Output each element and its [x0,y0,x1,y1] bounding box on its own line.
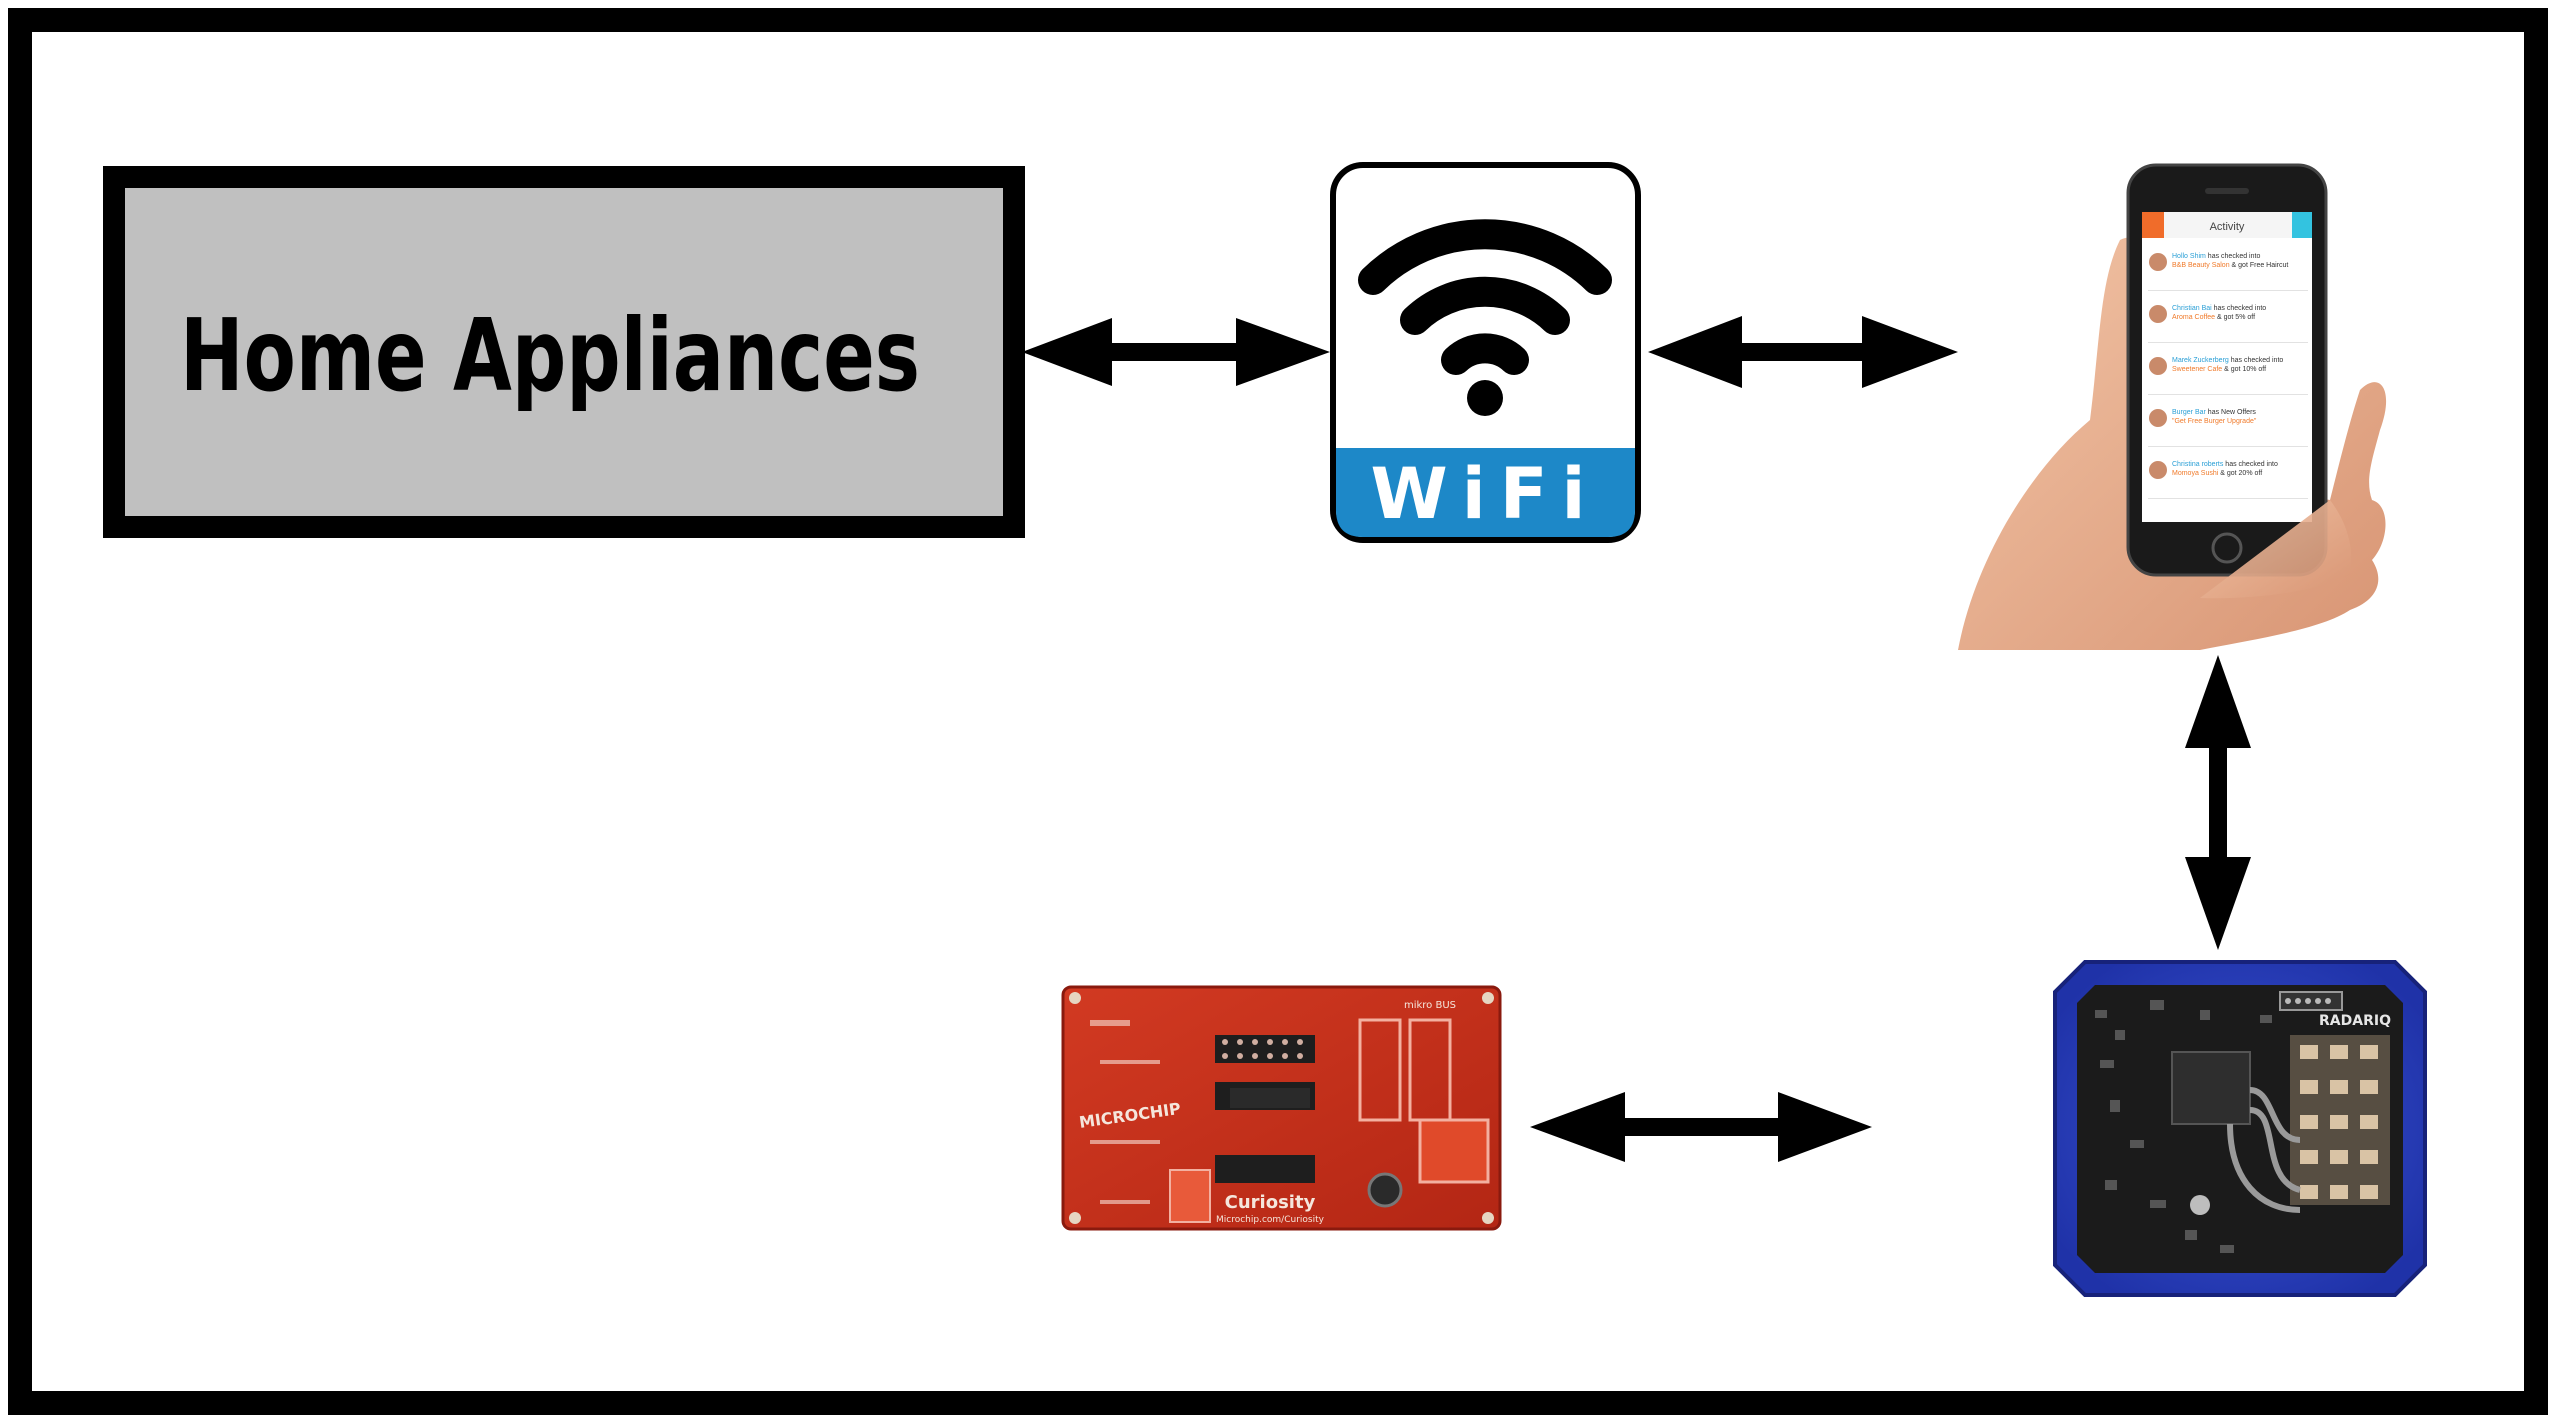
feed-item-detail: "Get Free Burger Upgrade" [2172,418,2257,425]
radar-antenna-array [2290,1035,2390,1205]
board-potentiometer [1367,1172,1403,1208]
wifi-node: WiFi [1330,162,1641,543]
avatar [2149,305,2167,323]
radar-module-node: RADARIQ [2053,960,2427,1297]
avatar [2149,253,2167,271]
arrow-wifi-phone [1648,316,1958,388]
avatar [2149,357,2167,375]
feed-item-detail: Momoya Sushi & got 20% off [2172,470,2262,477]
feed-item-title: Christian Bai has checked into [2172,305,2266,312]
feed-item[interactable]: Burger Bar has New Offers "Get Free Burge… [2148,409,2308,447]
radar-brand-logo: RADARIQ [2319,1013,2391,1029]
arrow-radar-board [1530,1092,1872,1162]
phone-header-title: Activity [2210,221,2245,233]
feed-item-detail: Sweetener Cafe & got 10% off [2172,366,2266,373]
phone-header-bar [2142,212,2312,238]
radar-connector [2279,991,2343,1011]
home-appliances-node: Home Appliances [103,166,1025,538]
feed-item-detail: B&B Beauty Salon & got Free Haircut [2172,262,2288,269]
avatar [2149,461,2167,479]
feed-divider [2148,290,2308,291]
wifi-label: WiFi [1370,453,1599,535]
wifi-banner [1336,448,1635,537]
home-appliances-label: Home Appliances [180,297,920,414]
smartphone-node: Activity Hollo Shim has checked intoB&B … [1958,163,2387,650]
feed-divider [2148,394,2308,395]
board-prototype-area [1418,1118,1490,1184]
wifi-icon [1358,219,1612,416]
curiosity-board-node: MICROCHIP Curiosity Microchip.com/Curios… [1061,985,1502,1231]
phone-screen [2142,212,2312,522]
feed-divider [2148,498,2308,499]
radar-chip [2171,1051,2251,1125]
feed-divider [2148,342,2308,343]
feed-item-title: Hollo Shim has checked into [2172,253,2260,260]
feed-item-detail: Aroma Coffee & got 5% off [2172,314,2255,321]
feed-item[interactable]: Marek Zuckerberg has checked intoSweeten… [2148,357,2308,395]
feed-divider [2148,446,2308,447]
arrow-phone-radar [2185,655,2251,950]
phone-home-button [2211,532,2243,564]
feed-item[interactable]: Christina roberts has checked intoMomoya… [2148,461,2308,499]
board-url-label: Microchip.com/Curiosity [1216,1215,1325,1225]
board-mikrobus-label: mikro BUS [1404,1000,1456,1011]
avatar [2149,409,2167,427]
feed-item-title: Marek Zuckerberg has checked into [2172,357,2283,364]
home-appliances-box [103,166,1025,538]
feed-item-title: Burger Bar has New Offers [2172,409,2256,416]
board-name-label: Curiosity [1225,1192,1316,1213]
board-mcu [1230,1088,1310,1108]
arrow-appliances-wifi [1022,318,1330,386]
feed-item-title: Christina roberts has checked into [2172,461,2278,468]
